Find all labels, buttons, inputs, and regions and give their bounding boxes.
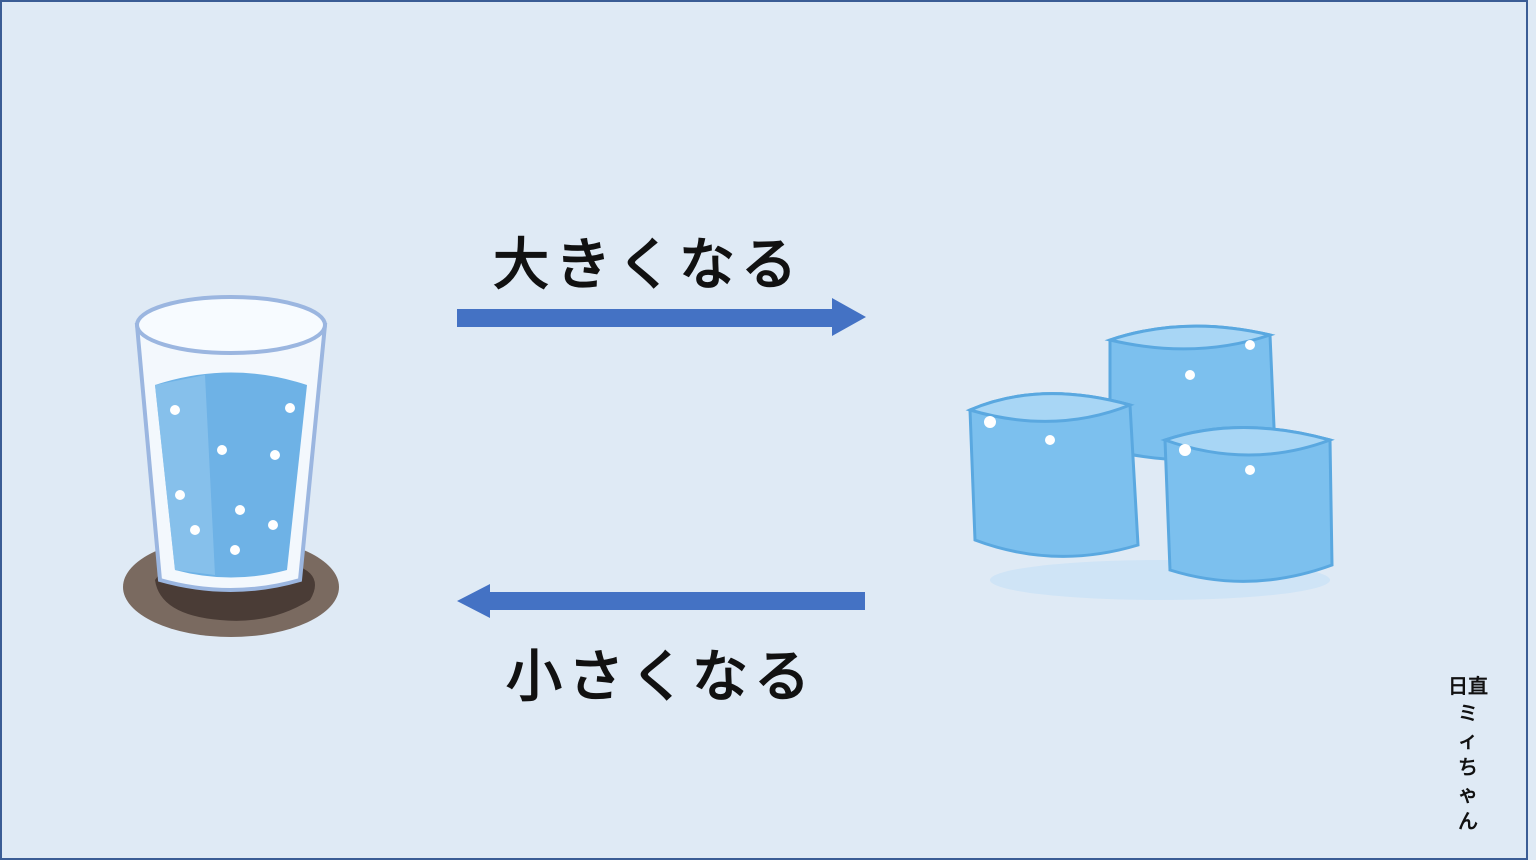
shrink-label: 小さくなる (506, 645, 816, 710)
arrow-right (457, 298, 866, 336)
arrow-left (457, 584, 865, 618)
watermark-char: ゃ (1458, 782, 1478, 806)
watermark-title: 日直 (1448, 674, 1488, 698)
water-glass-icon (123, 295, 339, 637)
watermark-char: ィ (1458, 728, 1478, 752)
ice-cubes-icon (965, 324, 1335, 600)
watermark: 日直 ミ ィ ち ゃ ん (1444, 673, 1492, 835)
watermark-char: ん (1458, 809, 1478, 833)
watermark-char: ミ (1458, 701, 1478, 725)
grow-label: 大きくなる (493, 233, 803, 298)
watermark-char: ち (1458, 755, 1478, 779)
